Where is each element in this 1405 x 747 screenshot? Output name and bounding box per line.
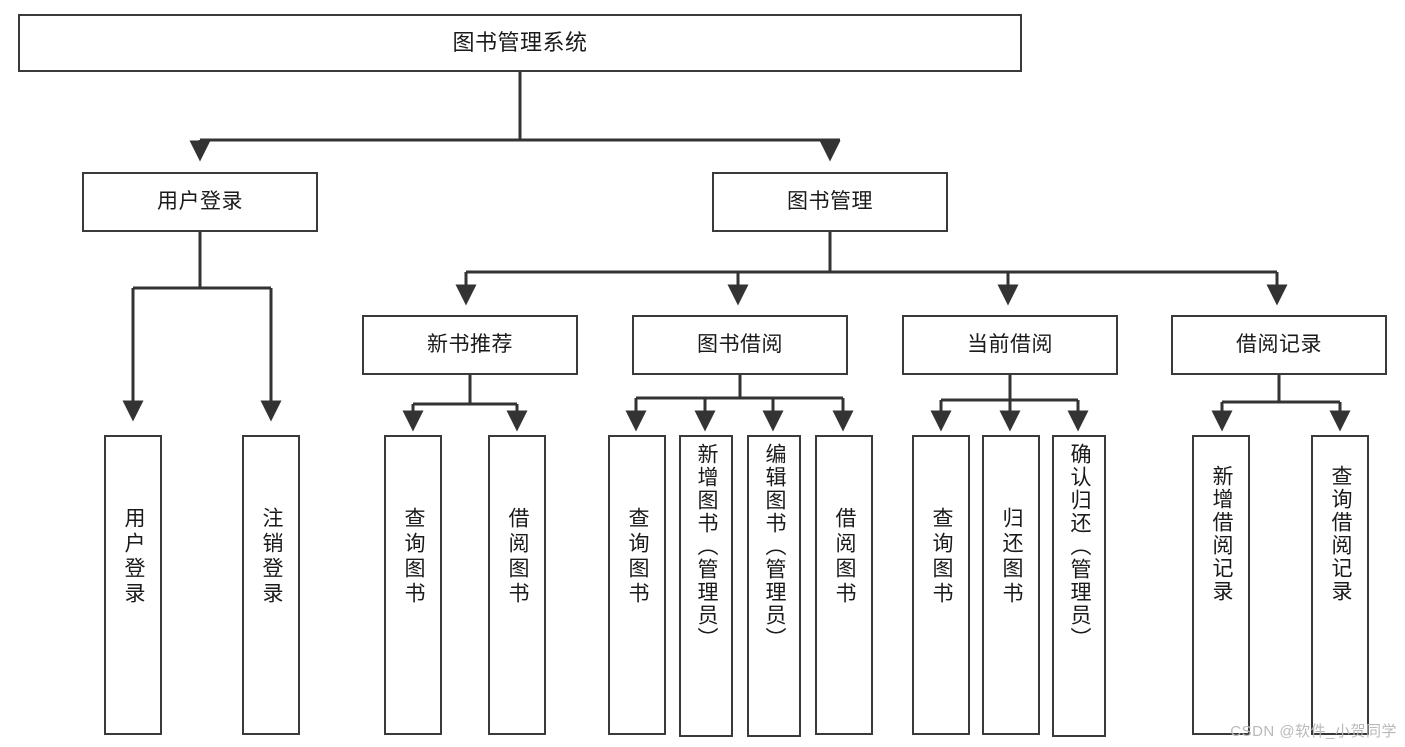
leaf-query-book-2[interactable]: 查询图书 — [608, 435, 666, 735]
node-label: 归还图书 — [1000, 507, 1024, 607]
leaf-user-login[interactable]: 用户登录 — [104, 435, 162, 735]
node-root-system[interactable]: 图书管理系统 — [18, 14, 1022, 72]
leaf-return-book[interactable]: 归还图书 — [982, 435, 1040, 735]
leaf-query-book-1[interactable]: 查询图书 — [384, 435, 442, 735]
node-label: 借阅记录 — [1236, 333, 1322, 357]
node-label: 新增借阅记录 — [1210, 465, 1234, 603]
node-label: 图书管理 — [787, 190, 873, 214]
node-label: 编辑图书（管理员） — [763, 443, 787, 650]
leaf-edit-book[interactable]: 编辑图书（管理员） — [747, 435, 801, 737]
leaf-confirm-return[interactable]: 确认归还（管理员） — [1052, 435, 1106, 737]
node-label: 借阅图书 — [506, 507, 530, 607]
leaf-add-book[interactable]: 新增图书（管理员） — [679, 435, 733, 737]
leaf-query-book-3[interactable]: 查询图书 — [912, 435, 970, 735]
node-current-borrow[interactable]: 当前借阅 — [902, 315, 1118, 375]
node-label: 图书借阅 — [697, 333, 783, 357]
node-label: 查询图书 — [402, 507, 426, 607]
node-new-book-recommend[interactable]: 新书推荐 — [362, 315, 578, 375]
node-label: 借阅图书 — [833, 507, 857, 607]
node-label: 新增图书（管理员） — [695, 443, 719, 650]
node-book-borrow[interactable]: 图书借阅 — [632, 315, 848, 375]
node-label: 用户登录 — [122, 507, 146, 607]
node-label: 查询借阅记录 — [1329, 465, 1353, 603]
node-label: 查询图书 — [626, 507, 650, 607]
node-user-login[interactable]: 用户登录 — [82, 172, 318, 232]
node-label: 查询图书 — [930, 507, 954, 607]
node-label: 用户登录 — [157, 190, 243, 214]
node-label: 新书推荐 — [427, 333, 513, 357]
leaf-query-record[interactable]: 查询借阅记录 — [1311, 435, 1369, 735]
node-label: 确认归还（管理员） — [1068, 443, 1092, 650]
csdn-watermark: CSDN @软件_小贺同学 — [1230, 723, 1397, 740]
leaf-logout-login[interactable]: 注销登录 — [242, 435, 300, 735]
node-label: 当前借阅 — [967, 333, 1053, 357]
node-label: 图书管理系统 — [452, 29, 588, 55]
node-label: 注销登录 — [260, 507, 284, 607]
node-book-manage[interactable]: 图书管理 — [712, 172, 948, 232]
leaf-borrow-book-1[interactable]: 借阅图书 — [488, 435, 546, 735]
leaf-add-record[interactable]: 新增借阅记录 — [1192, 435, 1250, 735]
node-borrow-record[interactable]: 借阅记录 — [1171, 315, 1387, 375]
leaf-borrow-book-2[interactable]: 借阅图书 — [815, 435, 873, 735]
